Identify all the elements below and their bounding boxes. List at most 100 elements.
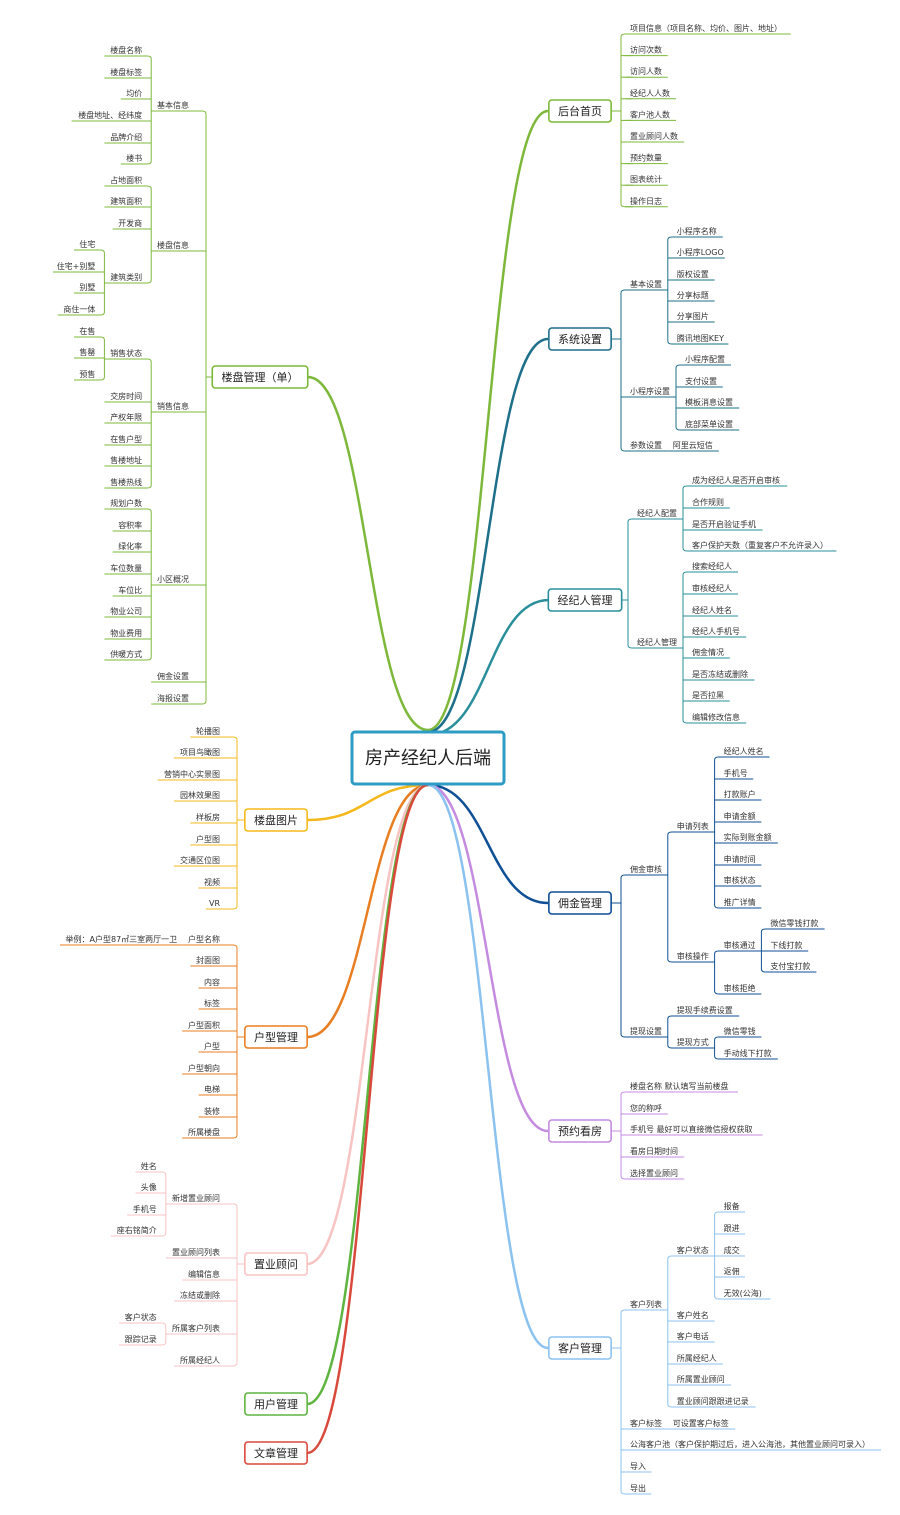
tupian-item: 样板房 [196, 812, 220, 822]
jingjiren-group: 经纪人配置 [637, 508, 677, 518]
branch-tupian[interactable]: 楼盘图片 [244, 808, 308, 832]
kehu-tags: 客户标签 [630, 1418, 662, 1428]
connector [427, 598, 550, 737]
loupan-item: 物业公司 [110, 606, 142, 616]
loupan-item: 绿化率 [118, 541, 142, 551]
loupan-sale-status-item: 预售 [79, 369, 95, 379]
guwen-item: 置业顾问列表 [172, 1247, 220, 1257]
connector [194, 110, 207, 115]
connector [427, 783, 549, 1350]
branch-xitong[interactable]: 系统设置 [548, 327, 612, 351]
connector [620, 1309, 633, 1314]
guwen-subitem: 姓名 [141, 1161, 157, 1171]
connector [667, 1044, 680, 1049]
connector [620, 447, 633, 452]
connector [225, 944, 238, 949]
loupan-item: 售楼地址 [110, 455, 142, 465]
tupian-item: 交通区位图 [180, 855, 220, 865]
connector [153, 1341, 167, 1346]
connector [139, 656, 152, 661]
branch-yonghu[interactable]: 用户管理 [244, 1392, 308, 1416]
loupan-building-type: 住宅 [79, 239, 95, 249]
xitong-group: 参数设置 [630, 440, 662, 450]
guwen-subitem: 座右铭简介 [117, 1225, 157, 1235]
connector [92, 376, 105, 381]
kehu-item: 客户电话 [677, 1331, 709, 1341]
yongjin-item: 实际到账金额 [724, 832, 772, 842]
branch-wenzhang-label: 文章管理 [254, 1446, 298, 1460]
loupan-item: 建筑面积 [110, 196, 142, 206]
connector [225, 1134, 238, 1139]
kehu-status-item: 无效(公海) [724, 1288, 762, 1298]
connector [667, 1015, 680, 1020]
loupan-sale-status-item: 售罄 [79, 347, 95, 357]
connector [306, 783, 429, 1406]
kehu-status: 客户状态 [677, 1245, 709, 1255]
branch-yongjin[interactable]: 佣金管理 [548, 891, 612, 915]
loupan-group: 佣金设置 [157, 671, 189, 681]
xitong-item: 小程序名称 [677, 226, 717, 236]
connector [427, 783, 549, 1133]
branch-huxing-label: 户型管理 [254, 1030, 298, 1044]
branch-huxing[interactable]: 户型管理 [244, 1025, 308, 1049]
loupan-item: 车位数量 [110, 563, 142, 573]
connector [194, 700, 207, 705]
loupan-sale-status-item: 在售 [79, 326, 95, 336]
branch-houtai[interactable]: 后台首页 [548, 99, 612, 123]
connector [667, 958, 680, 963]
branch-yuyue[interactable]: 预约看房 [548, 1119, 612, 1143]
guwen-item: 新增置业顾问 [172, 1193, 220, 1203]
jingjiren-item: 经纪人手机号 [692, 626, 740, 636]
huxing-item: 户型 [204, 1041, 220, 1051]
branch-jingjiren-label: 经纪人管理 [558, 593, 613, 607]
connectors [53, 33, 881, 1495]
connector [139, 279, 152, 284]
yongjin-item: 申请时间 [724, 854, 756, 864]
branch-kehu-label: 客户管理 [558, 1341, 602, 1355]
kehu-status-item: 报备 [724, 1201, 740, 1211]
guwen-subitem: 头像 [141, 1182, 157, 1192]
yongjin-item: 下线打款 [770, 940, 802, 950]
branch-tupian-label: 楼盘图片 [254, 813, 298, 827]
branch-houtai-label: 后台首页 [558, 104, 602, 118]
branch-wenzhang[interactable]: 文章管理 [244, 1441, 308, 1465]
connector [620, 1490, 633, 1495]
branch-xitong-label: 系统设置 [558, 333, 602, 346]
xitong-group: 小程序设置 [630, 386, 670, 396]
nodes: 房产经纪人后端后台首页项目信息（项目名称、均价、图片、地址）访问次数访问人数经纪… [57, 23, 870, 1493]
houtai-item: 访问人数 [630, 66, 662, 76]
guwen-subitem: 跟踪记录 [125, 1334, 157, 1344]
kehu-extra: 导入 [630, 1462, 646, 1471]
guwen-item: 所属经纪人 [180, 1355, 220, 1365]
guwen-item: 所属客户列表 [172, 1323, 220, 1333]
xitong-item: 小程序配置 [685, 354, 725, 364]
connector [139, 508, 152, 513]
root-node[interactable]: 房产经纪人后端 [350, 730, 506, 786]
connector [620, 1033, 633, 1038]
huxing-item: 电梯 [204, 1084, 220, 1094]
connector [714, 990, 727, 995]
yongjin-item: 手动线下打款 [724, 1048, 772, 1058]
connector [427, 109, 549, 732]
loupan-item: 容积率 [118, 520, 142, 530]
branch-jingjiren[interactable]: 经纪人管理 [547, 588, 623, 612]
branch-guwen-label: 置业顾问 [254, 1258, 298, 1271]
houtai-item: 图表统计 [630, 174, 662, 184]
kehu-item: 所属经纪人 [677, 1353, 717, 1363]
tupian-item: 视频 [204, 877, 220, 887]
branch-loupan[interactable]: 楼盘管理（单） [211, 365, 309, 389]
connector [306, 783, 429, 1455]
loupan-group: 小区概况 [157, 574, 189, 584]
guwen-subitem: 手机号 [133, 1204, 157, 1214]
tupian-item: 园林效果图 [180, 790, 220, 800]
loupan-item: 楼盘标签 [110, 67, 142, 77]
branch-kehu[interactable]: 客户管理 [548, 1336, 612, 1360]
jingjiren-item: 编辑修改信息 [692, 712, 740, 722]
yuyue-item: 手机号 最好可以直接微信授权获取 [630, 1124, 753, 1134]
connector [92, 336, 105, 341]
branch-guwen[interactable]: 置业顾问 [244, 1252, 308, 1276]
jingjiren-item: 成为经纪人是否开启审核 [692, 475, 780, 485]
kehu-status-item: 跟进 [724, 1224, 740, 1233]
huxing-item: 所属楼盘 [188, 1127, 220, 1137]
